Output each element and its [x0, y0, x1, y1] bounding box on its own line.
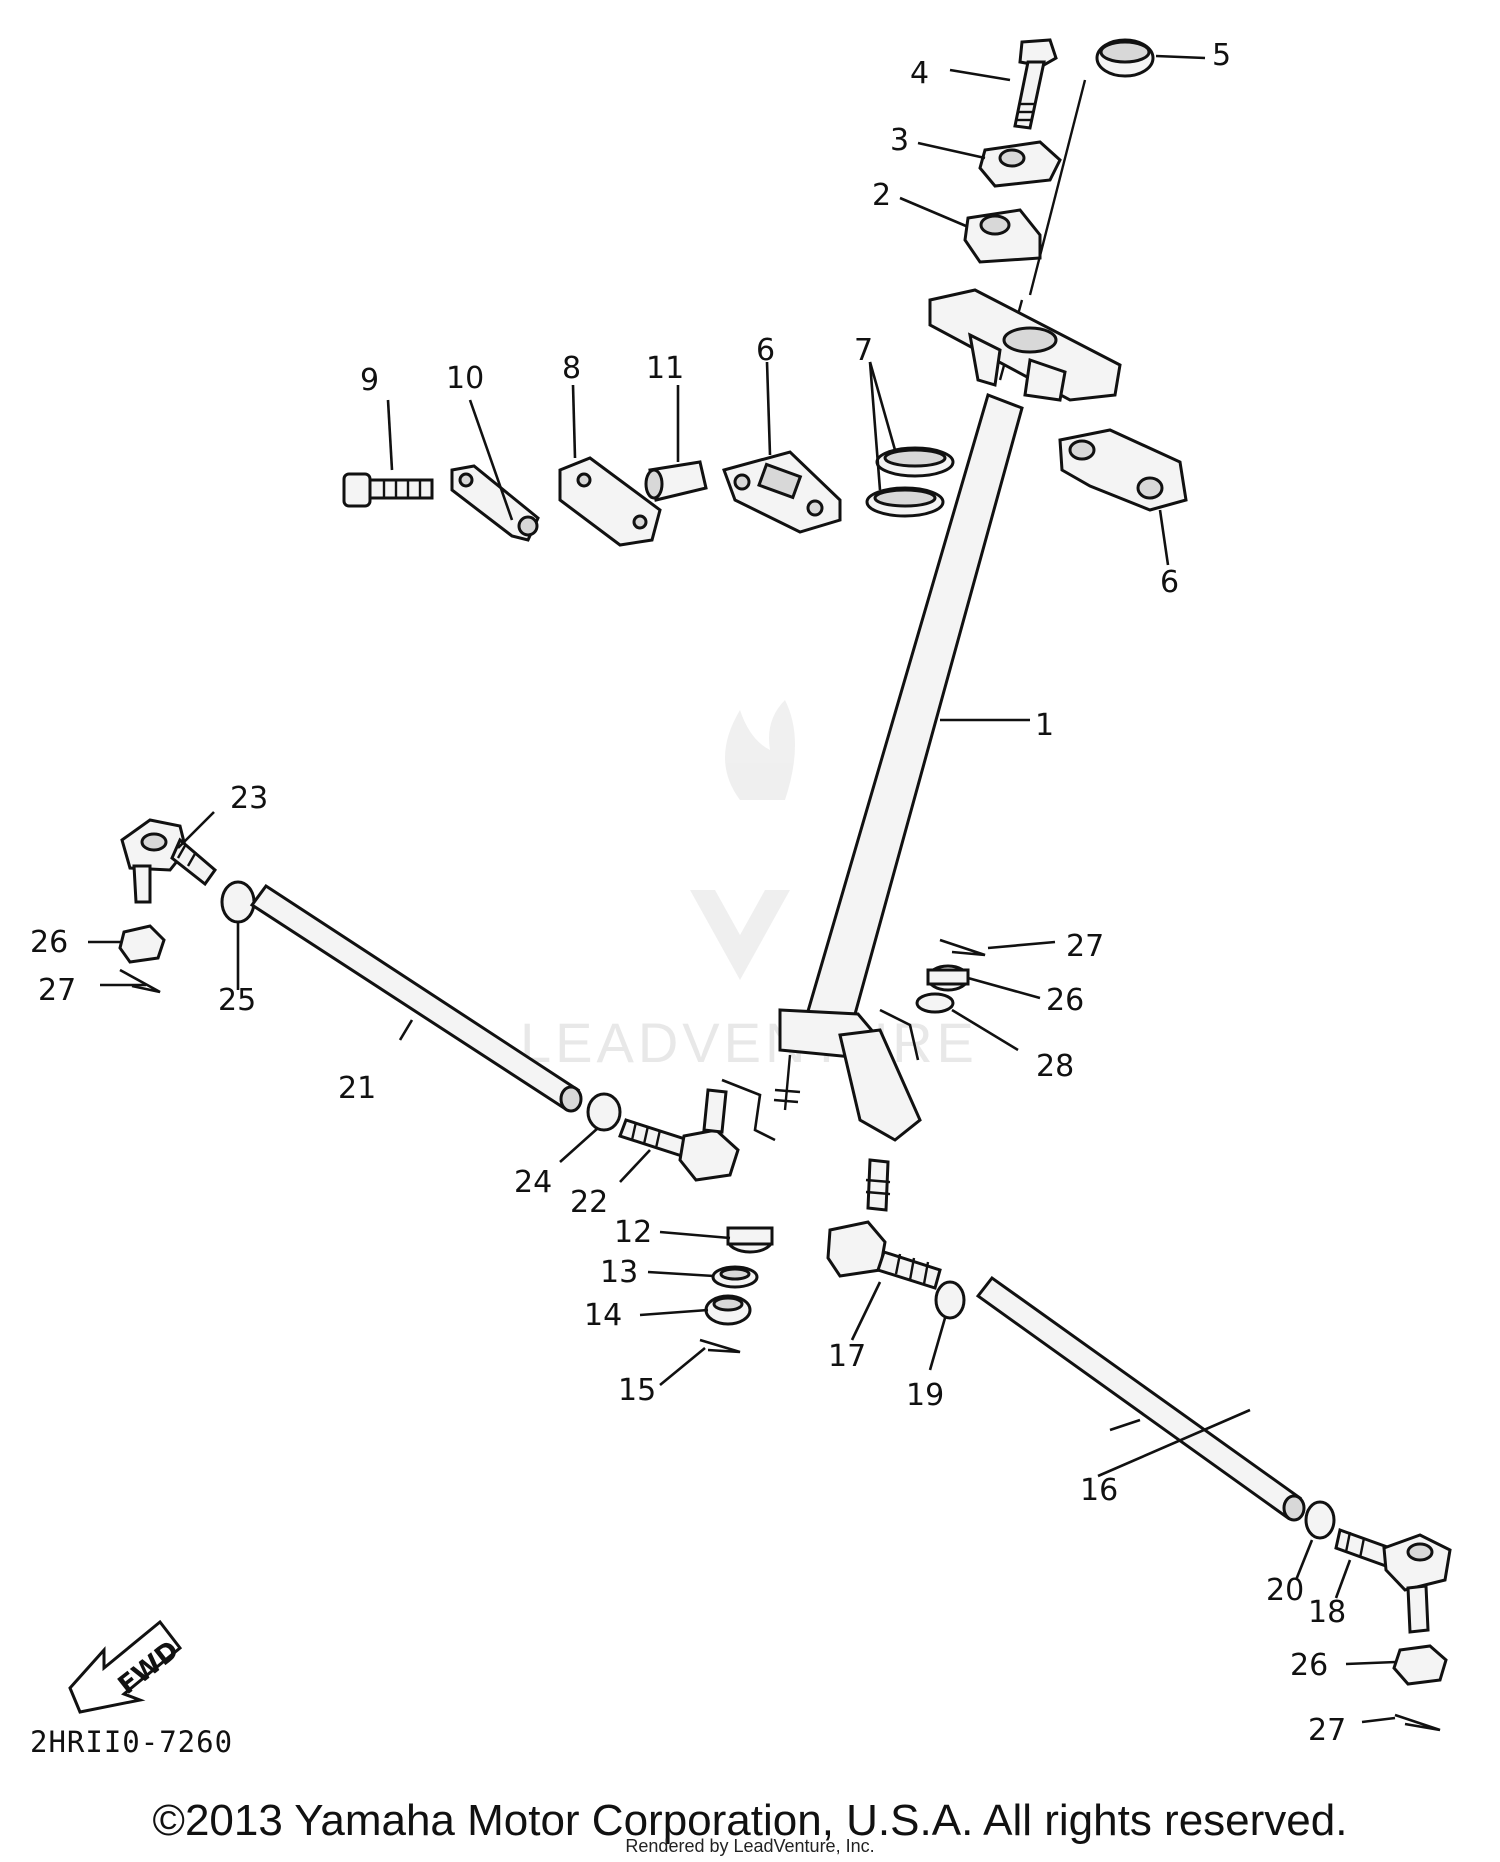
callout-14: 14 [584, 1298, 622, 1333]
nut-20 [1304, 1500, 1336, 1540]
tie-rod-end-18 [1334, 1528, 1452, 1634]
washer-28 [915, 992, 955, 1014]
callout-10: 10 [446, 361, 484, 396]
cap-5 [1095, 38, 1155, 78]
callout-24: 24 [514, 1165, 552, 1200]
nut-25 [220, 880, 256, 924]
callout-23: 23 [230, 781, 268, 816]
fwd-arrow-icon: FWD [68, 1619, 185, 1714]
callout-20: 20 [1266, 1573, 1304, 1608]
handlebar-holder-upper [978, 140, 1062, 188]
callout-labels: 1 2 3 4 5 6 6 7 8 9 10 11 12 13 14 15 16… [30, 38, 1346, 1748]
callout-6b: 6 [1160, 565, 1179, 600]
tie-rod-21 [249, 883, 583, 1113]
cotter-pin-15 [699, 1338, 741, 1354]
callout-5: 5 [1212, 38, 1231, 73]
leader-lines [88, 54, 1397, 1724]
cotter-pin-27-mid [939, 938, 986, 957]
callout-18: 18 [1308, 1595, 1346, 1630]
callout-25: 25 [218, 983, 256, 1018]
callout-2: 2 [872, 178, 891, 213]
cotter-pin-27-left [119, 968, 161, 994]
steering-column [804, 79, 1087, 1027]
callout-26b: 26 [1046, 983, 1084, 1018]
tie-rod-end-22 [618, 1088, 740, 1182]
bolt-9 [342, 472, 434, 508]
callout-21: 21 [338, 1071, 376, 1106]
nut-12 [726, 1226, 774, 1254]
tie-rod-end-17 [826, 1158, 942, 1290]
column-lower-arm [773, 1008, 922, 1142]
nut-19 [934, 1280, 966, 1320]
holder-6-left [722, 450, 842, 534]
plate-10 [450, 464, 540, 542]
callout-27a: 27 [38, 973, 76, 1008]
callout-13: 13 [600, 1255, 638, 1290]
callout-3: 3 [890, 123, 909, 158]
nut-24 [586, 1092, 622, 1132]
callout-16: 16 [1080, 1473, 1118, 1508]
bolt-4 [1013, 38, 1058, 130]
cotter-pin-27-right [1394, 1713, 1441, 1732]
rendered-by-note: Rendered by LeadVenture, Inc. [625, 1836, 875, 1856]
tie-rod-16 [975, 1275, 1306, 1522]
callout-28: 28 [1036, 1049, 1074, 1084]
handlebar-holder-lower [963, 208, 1042, 264]
watermark-text: LEADVENTURE [520, 1011, 978, 1074]
callout-8: 8 [562, 351, 581, 386]
callout-9: 9 [360, 363, 379, 398]
nut-26-mid [926, 964, 970, 992]
washer-14 [704, 1294, 752, 1326]
callout-27c: 27 [1308, 1713, 1346, 1748]
callout-6a: 6 [756, 333, 775, 368]
washer-13 [711, 1265, 759, 1289]
callout-11: 11 [646, 351, 684, 386]
nut-26-left [118, 924, 166, 964]
callout-12: 12 [614, 1215, 652, 1250]
callout-26a: 26 [30, 925, 68, 960]
diagram-code: 2HRII0-7260 [30, 1725, 233, 1759]
callout-7: 7 [854, 333, 873, 368]
callout-22: 22 [570, 1185, 608, 1220]
callout-27b: 27 [1066, 929, 1104, 964]
leadventure-watermark: LEADVENTURE [520, 700, 978, 1074]
callout-19: 19 [906, 1378, 944, 1413]
holder-6-right [1058, 428, 1188, 512]
callout-26c: 26 [1290, 1648, 1328, 1683]
callout-15: 15 [618, 1373, 656, 1408]
callout-4: 4 [910, 56, 929, 91]
copyright-notice: ©2013 Yamaha Motor Corporation, U.S.A. A… [152, 1796, 1348, 1845]
guide-lines [721, 1008, 920, 1142]
callout-17: 17 [828, 1339, 866, 1374]
plate-8 [558, 456, 662, 547]
nut-26-right [1392, 1644, 1448, 1686]
upper-bracket [928, 288, 1122, 402]
tie-rod-end-23 [120, 818, 218, 904]
callout-1: 1 [1035, 708, 1054, 743]
collar-11 [644, 460, 708, 502]
